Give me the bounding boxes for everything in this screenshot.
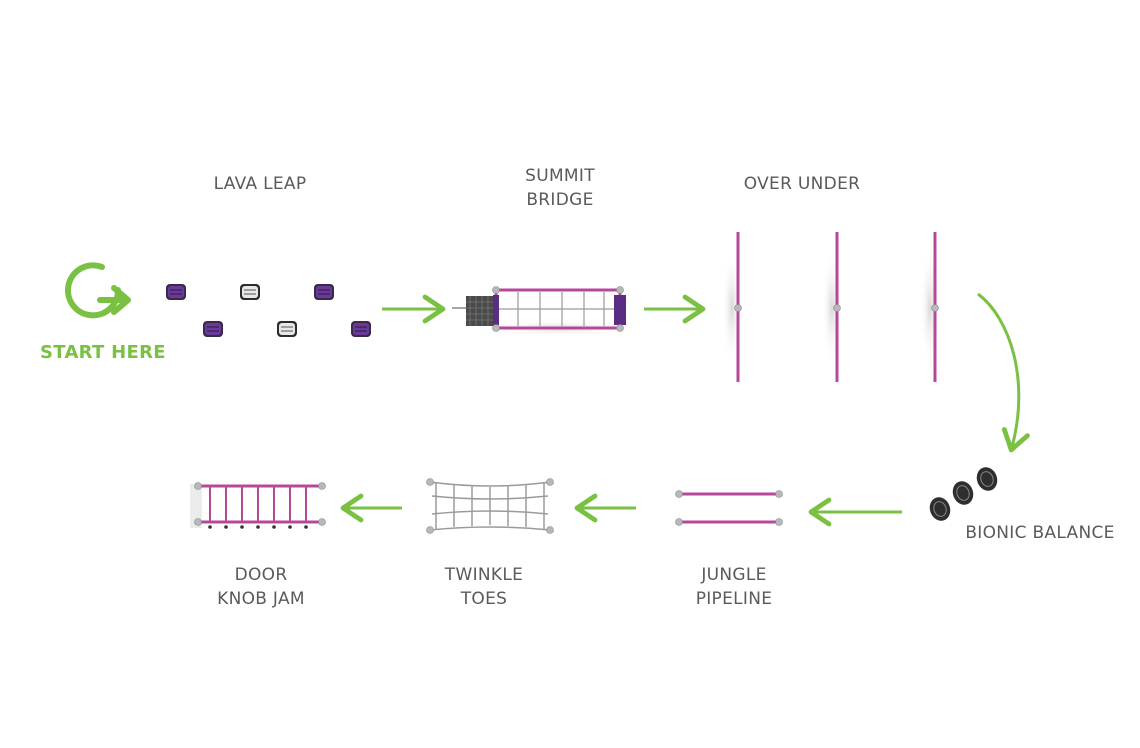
label-line: BRIDGE xyxy=(526,190,594,210)
lava-leap-label: LAVA LEAP xyxy=(180,172,340,196)
label-line: SUMMIT xyxy=(525,166,595,186)
start-power-icon[interactable] xyxy=(65,262,131,319)
label-line: TOES xyxy=(460,589,508,609)
label-line: LAVA LEAP xyxy=(213,174,307,194)
stepping-stone-icon xyxy=(351,321,371,337)
label-line: DOOR xyxy=(234,565,288,585)
jungle-pipeline-equipment xyxy=(675,490,783,526)
lava-leap-equipment xyxy=(166,284,371,337)
jungle-pipeline-label: JUNGLE PIPELINE xyxy=(654,563,814,611)
summit-bridge-equipment xyxy=(452,286,648,336)
flow-arrow-icon xyxy=(977,292,1030,453)
start-here-label: START HERE xyxy=(40,342,166,363)
label-line: BIONIC BALANCE xyxy=(965,523,1115,543)
stepping-stone-icon xyxy=(166,284,186,300)
over-under-label: OVER UNDER xyxy=(722,172,882,196)
stepping-stone-icon xyxy=(240,284,260,300)
label-line: TWINKLE xyxy=(444,565,524,585)
stepping-stone-icon xyxy=(203,321,223,337)
door-knob-jam-label: DOOR KNOB JAM xyxy=(181,563,341,611)
summit-bridge-label: SUMMIT BRIDGE xyxy=(480,164,640,212)
twinkle-toes-label: TWINKLE TOES xyxy=(404,563,564,611)
flow-arrows xyxy=(340,292,1030,527)
stepping-stone-icon xyxy=(314,284,334,300)
stepping-stone-icon xyxy=(277,321,297,337)
label-line: KNOB JAM xyxy=(217,589,305,609)
bionic-balance-equipment xyxy=(929,467,998,521)
over-under-equipment xyxy=(722,232,940,382)
bionic-balance-label: BIONIC BALANCE xyxy=(960,521,1120,545)
door-knob-jam-equipment xyxy=(190,482,326,529)
label-line: PIPELINE xyxy=(695,589,773,609)
label-line: OVER UNDER xyxy=(743,174,861,194)
twinkle-toes-equipment xyxy=(426,478,554,534)
label-line: JUNGLE xyxy=(701,565,767,585)
